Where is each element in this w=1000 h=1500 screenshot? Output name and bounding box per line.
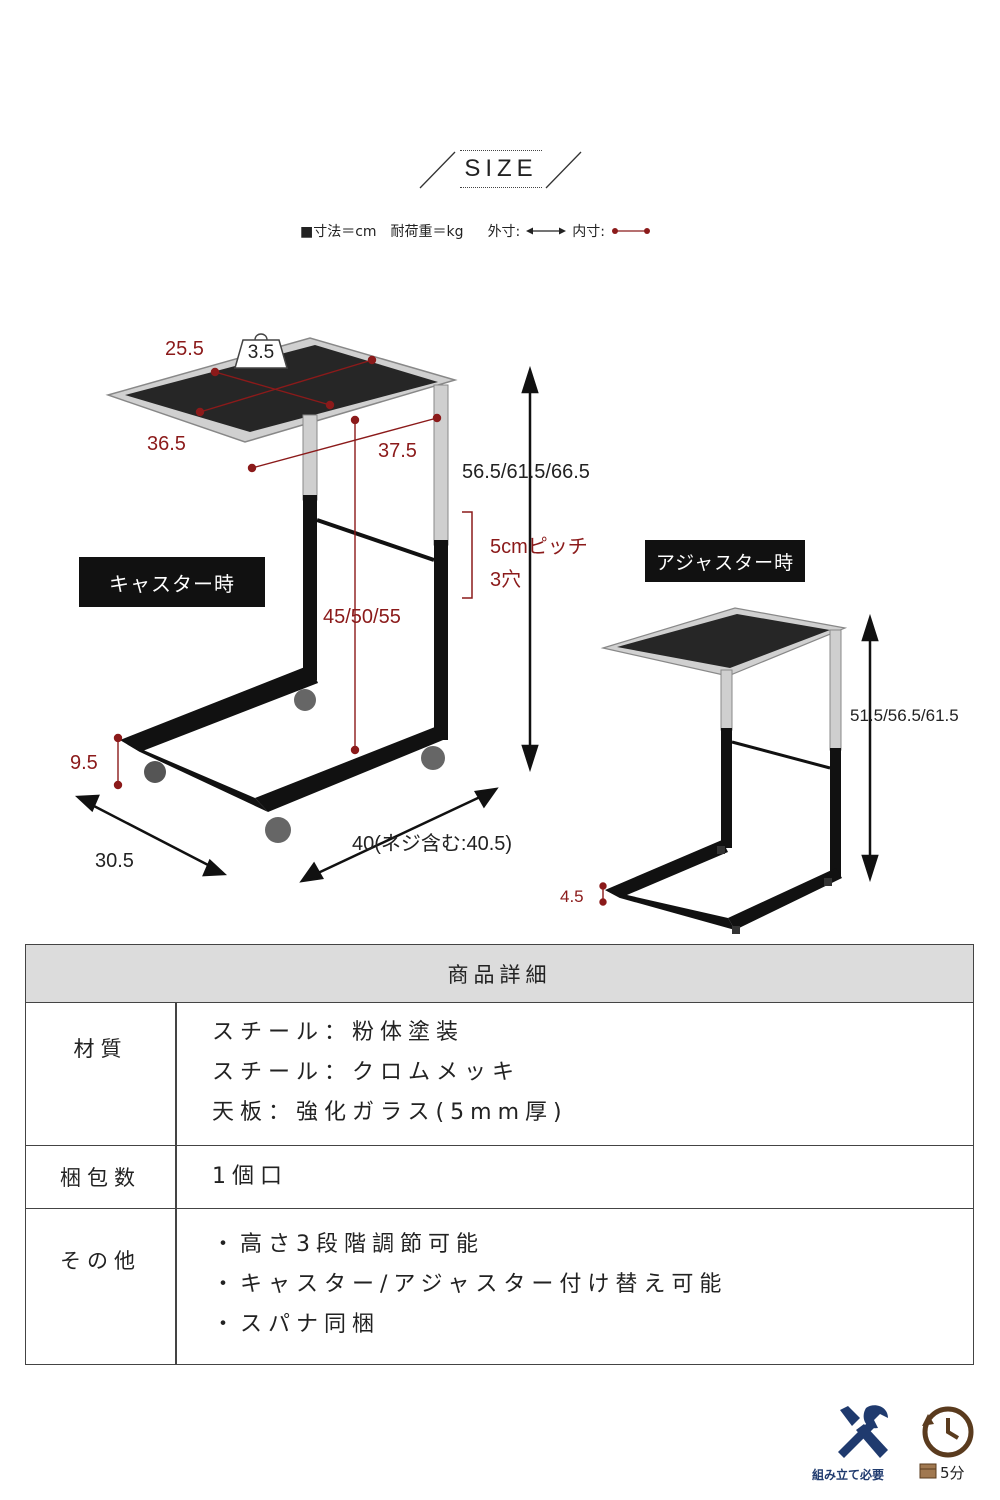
packages-line-1: 1個口	[212, 1164, 288, 1189]
spec-row-material: 材質 スチール：粉体塗装 スチール：クロムメッキ 天板：強化ガラス(5mm厚)	[26, 1003, 973, 1146]
size-title: SIZE	[460, 150, 542, 188]
spec-key-packages: 梱包数	[26, 1146, 177, 1208]
pitch-holes-label: 3穴	[490, 569, 522, 591]
spec-row-other: その他 ・高さ3段階調節可能 ・キャスター/アジャスター付け替え可能 ・スパナ同…	[26, 1209, 973, 1365]
caster-mode-tag: キャスター時	[79, 557, 265, 607]
clock-icon	[922, 1406, 974, 1458]
top-width-label: 25.5	[165, 338, 204, 360]
base-width-label: 30.5	[95, 850, 134, 872]
material-line-3: 天板：強化ガラス(5mm厚)	[212, 1100, 568, 1125]
spec-table-title: 商品詳細	[26, 945, 973, 1003]
tools-icon	[838, 1405, 888, 1458]
total-height-label: 56.5/61.5/66.5	[462, 461, 590, 483]
outer-arrow-icon	[526, 227, 567, 235]
adjuster-height-label: 51.5/56.5/61.5	[850, 706, 959, 725]
base-depth-label: 40(ネジ含む:40.5)	[352, 833, 513, 855]
adjuster-mode-tag: アジャスター時	[645, 540, 805, 582]
spec-value-packages: 1個口	[177, 1146, 973, 1208]
legend-units: ■寸法＝cm 耐荷重＝kg	[300, 224, 464, 240]
spec-row-packages: 梱包数 1個口	[26, 1146, 973, 1209]
base-clearance-label: 9.5	[70, 752, 98, 774]
adjuster-clearance-label: 4.5	[560, 887, 584, 906]
weight-capacity-badge: 3.5	[233, 330, 289, 370]
legend-outer-label: 外寸:	[487, 224, 521, 240]
weight-icon	[234, 333, 288, 369]
pitch-label: 5cmピッチ	[490, 536, 588, 558]
other-line-3: ・スパナ同梱	[212, 1312, 381, 1337]
dimension-legend: ■寸法＝cm 耐荷重＝kg 外寸: 内寸:	[300, 220, 700, 242]
box-icon	[919, 1463, 937, 1479]
other-line-2: ・キャスター/アジャスター付け替え可能	[212, 1272, 728, 1297]
other-line-1: ・高さ3段階調節可能	[212, 1232, 484, 1257]
assembly-time-label: 5分	[940, 1464, 965, 1482]
material-line-2: スチール：クロムメッキ	[212, 1060, 521, 1085]
spec-table: 商品詳細 材質 スチール：粉体塗装 スチール：クロムメッキ 天板：強化ガラス(5…	[25, 944, 974, 1365]
material-line-1: スチール：粉体塗装	[212, 1020, 465, 1045]
weight-value: 3.5	[247, 342, 275, 363]
caster-table-illustration	[74, 337, 539, 883]
inner-dot-line-icon	[612, 228, 650, 234]
inner-height-label: 45/50/55	[323, 606, 401, 628]
top-depth-label: 36.5	[147, 433, 186, 455]
spec-value-other: ・高さ3段階調節可能 ・キャスター/アジャスター付け替え可能 ・スパナ同梱	[177, 1209, 973, 1365]
assembly-required-label: 組み立て必要	[812, 1468, 885, 1482]
arm-depth-label: 37.5	[378, 440, 417, 462]
spec-value-material: スチール：粉体塗装 スチール：クロムメッキ 天板：強化ガラス(5mm厚)	[177, 1003, 973, 1145]
title-decoration	[419, 151, 582, 189]
legend-inner-label: 内寸:	[572, 224, 605, 240]
spec-key-other: その他	[26, 1209, 177, 1365]
adjuster-table-illustration	[599, 607, 879, 934]
spec-key-material: 材質	[26, 1003, 177, 1145]
